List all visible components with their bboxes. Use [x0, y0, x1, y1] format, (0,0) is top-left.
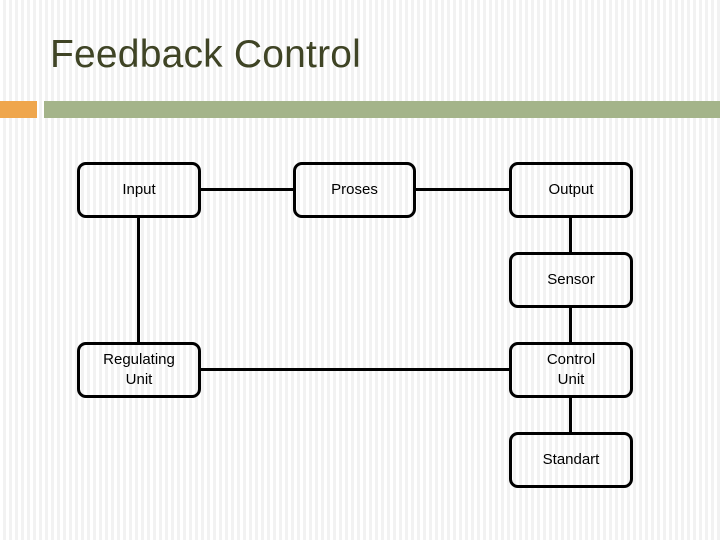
diagram-node-label: Sensor — [547, 271, 595, 288]
diagram-node-output[interactable]: Output — [509, 162, 633, 218]
connector-input-to-proses — [199, 188, 295, 191]
diagram-node-regulating-unit[interactable]: Regulating Unit — [77, 342, 201, 398]
title-accent-orange-block — [0, 101, 37, 118]
diagram-node-label: Control Unit — [546, 351, 596, 388]
connector-regulating-unit-to-input — [137, 216, 140, 344]
diagram-node-label: Input — [122, 181, 156, 198]
title-divider-bar — [44, 101, 720, 118]
diagram-node-label: Output — [548, 181, 594, 198]
diagram-node-sensor[interactable]: Sensor — [509, 252, 633, 308]
connector-control-unit-to-regulating-unit — [199, 368, 511, 371]
connector-control-unit-to-standart — [569, 396, 572, 434]
page-title: Feedback Control — [50, 33, 362, 76]
diagram-node-input[interactable]: Input — [77, 162, 201, 218]
diagram-node-label: Proses — [331, 181, 378, 198]
connector-output-to-sensor — [569, 216, 572, 254]
diagram-node-control-unit[interactable]: Control Unit — [509, 342, 633, 398]
connector-proses-to-output — [414, 188, 511, 191]
diagram-node-standart[interactable]: Standart — [509, 432, 633, 488]
diagram-node-label: Standart — [542, 451, 600, 468]
diagram-node-proses[interactable]: Proses — [293, 162, 416, 218]
diagram-node-label: Regulating Unit — [103, 351, 175, 388]
connector-sensor-to-control-unit — [569, 306, 572, 344]
